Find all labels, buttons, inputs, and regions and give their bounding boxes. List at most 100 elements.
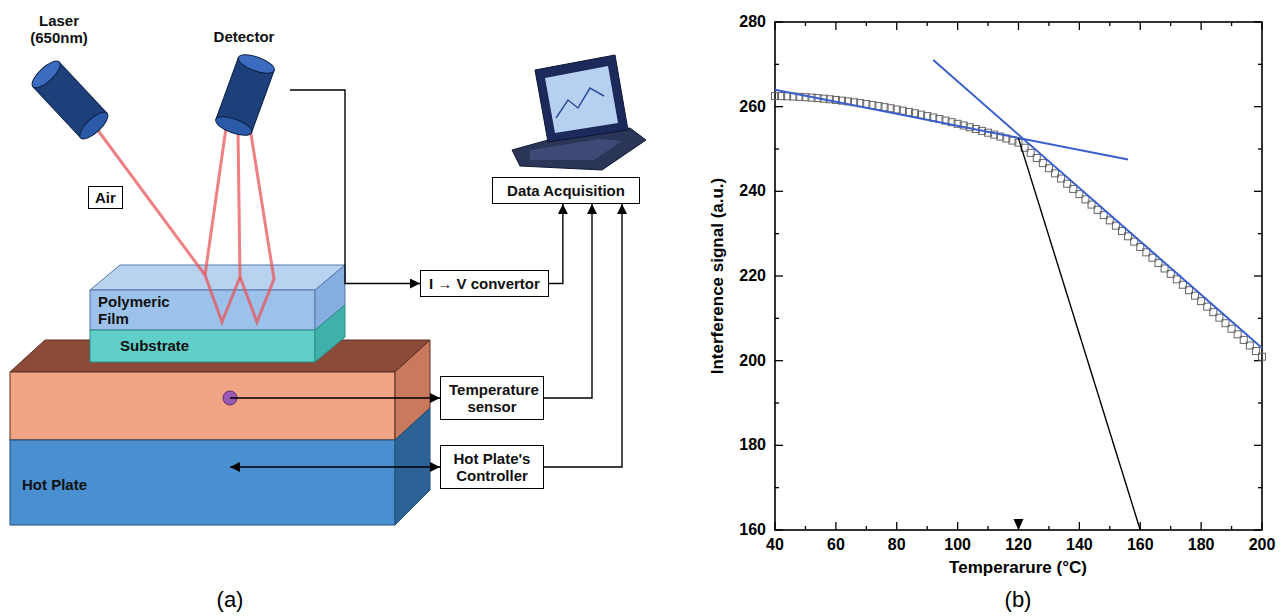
signal-connector <box>230 397 440 398</box>
detector-body <box>213 51 276 139</box>
hot-plate-face: Hot Plate <box>10 372 230 525</box>
data-point <box>1259 353 1266 360</box>
axis-title: Temperarure (°C) <box>949 558 1087 578</box>
axis-tick <box>775 318 779 319</box>
laptop <box>512 55 646 170</box>
tick-label: 280 <box>739 13 766 31</box>
axis-tick <box>775 529 783 530</box>
tick-label: 40 <box>766 536 784 554</box>
tick-label: 200 <box>739 352 766 370</box>
axis-tick <box>775 191 783 192</box>
axis-tick <box>775 275 783 276</box>
signal-connector <box>544 204 592 398</box>
axis-tick <box>896 22 897 30</box>
axis-tick <box>1254 21 1262 22</box>
plot-frame <box>775 22 1262 530</box>
tick-label: 200 <box>1249 536 1276 554</box>
axis-tick <box>1258 318 1262 319</box>
axis-tick <box>1109 22 1110 26</box>
axis-tick <box>1258 487 1262 488</box>
axis-tick <box>957 522 958 530</box>
axis-tick <box>927 22 928 26</box>
converter-box: I → V convertor <box>420 270 549 297</box>
axis-tick <box>1231 526 1232 530</box>
tick-label: 120 <box>1005 536 1032 554</box>
axis-tick <box>835 522 836 530</box>
axis-tick <box>1048 22 1049 26</box>
node-text: Substrate <box>120 337 285 354</box>
tick-label: 60 <box>827 536 845 554</box>
axis-tick <box>805 526 806 530</box>
axis-tick <box>896 522 897 530</box>
fit-line <box>933 60 1262 348</box>
axis-tick <box>1254 445 1262 446</box>
node-text: Temperature sensor <box>449 381 535 415</box>
film-layer: Polymeric Film <box>90 290 315 330</box>
laser-label: Laser (650nm) <box>20 12 98 46</box>
tick-label: 160 <box>739 521 766 539</box>
laser-beams <box>94 125 274 322</box>
axis-tick <box>866 22 867 26</box>
signal-connector <box>549 204 563 284</box>
signal-connector <box>230 466 440 467</box>
node-text: Data Acquisition <box>501 182 631 199</box>
axis-tick <box>1140 22 1141 30</box>
axis-tick <box>987 22 988 26</box>
node-text: Air <box>95 189 116 206</box>
sensor-box: Temperature sensor <box>440 376 544 420</box>
node-text: Hot Plate <box>22 476 220 493</box>
axis-tick <box>1254 529 1262 530</box>
tick-label: 220 <box>739 267 766 285</box>
axis-tick <box>1200 522 1201 530</box>
axis-title: Interference signal (a.u.) <box>708 178 728 375</box>
axis-tick <box>1170 22 1171 26</box>
laser-body <box>28 57 112 143</box>
axis-tick <box>1200 22 1201 30</box>
axis-tick <box>774 22 775 30</box>
node-text: Polymeric Film <box>98 293 188 327</box>
axis-tick <box>1254 106 1262 107</box>
tick-label: 240 <box>739 182 766 200</box>
axis-tick <box>1018 22 1019 30</box>
axis-tick <box>866 526 867 530</box>
axis-tick <box>1079 22 1080 30</box>
axis-tick <box>1258 148 1262 149</box>
axis-tick <box>774 522 775 530</box>
axis-tick <box>775 445 783 446</box>
tg-arrowhead <box>1014 519 1024 530</box>
controller-box: Hot Plate's Controller <box>440 445 544 489</box>
acquisition-box: Data Acquisition <box>492 177 640 204</box>
node-text: I → V convertor <box>429 275 540 292</box>
signal-connector <box>290 90 420 284</box>
axis-tick <box>775 21 783 22</box>
axis-tick <box>1261 22 1262 30</box>
axis-tick <box>1258 64 1262 65</box>
tick-label: 160 <box>1127 536 1154 554</box>
tick-label: 260 <box>739 98 766 116</box>
axis-tick <box>775 402 779 403</box>
axis-tick <box>1079 522 1080 530</box>
axis-tick <box>775 64 779 65</box>
axis-tick <box>1231 22 1232 26</box>
tick-label: 80 <box>888 536 906 554</box>
tick-label: 180 <box>739 436 766 454</box>
medium-box: Air <box>88 186 123 209</box>
axis-tick <box>1170 526 1171 530</box>
panel-letter: (b) <box>1005 587 1032 613</box>
axis-tick <box>1254 275 1262 276</box>
node-text: Hot Plate's Controller <box>449 450 535 484</box>
axis-tick <box>775 360 783 361</box>
node-text: Detector <box>198 28 290 45</box>
axis-tick <box>987 526 988 530</box>
signal-connector <box>544 204 622 467</box>
axis-tick <box>957 22 958 30</box>
tg-arrow <box>1019 138 1141 530</box>
axis-tick <box>775 233 779 234</box>
axis-tick <box>775 106 783 107</box>
detector-label: Detector <box>198 28 290 128</box>
